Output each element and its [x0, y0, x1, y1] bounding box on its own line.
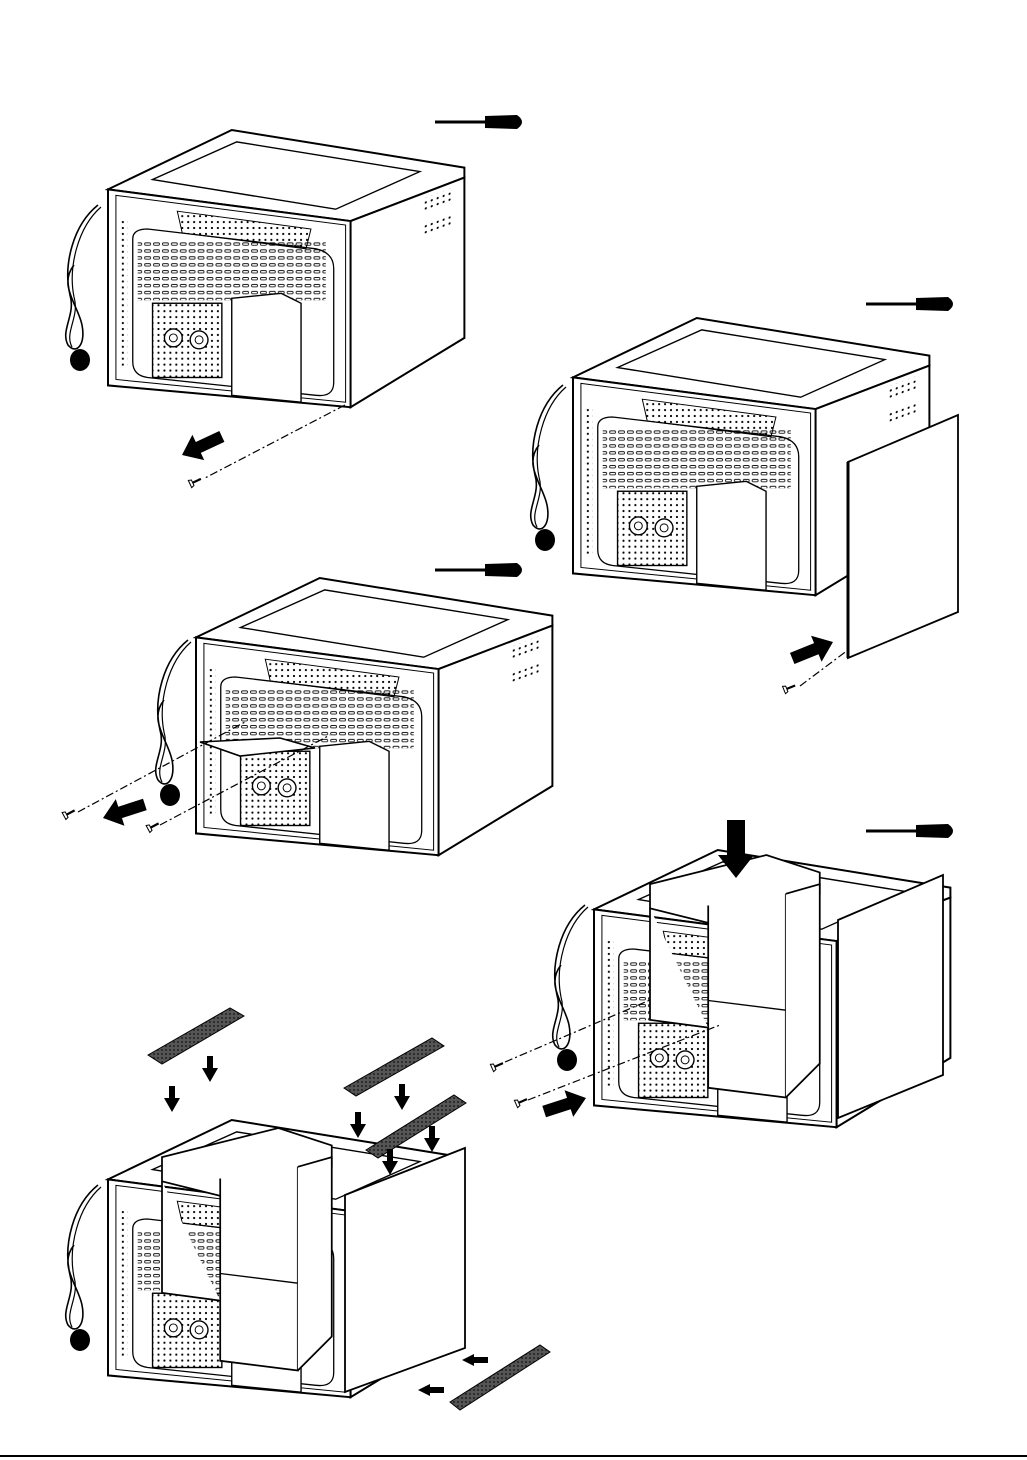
screw-icon	[146, 820, 160, 833]
step-1-figure	[66, 115, 522, 488]
trim-strip	[366, 1095, 466, 1158]
screwdriver-icon	[866, 824, 953, 838]
power-cord	[66, 205, 101, 371]
power-cord	[66, 1185, 101, 1351]
screwdriver-icon	[435, 563, 522, 577]
screw-icon	[188, 475, 202, 487]
trim-strip	[344, 1038, 444, 1096]
screwdriver-icon	[435, 115, 522, 129]
screw-icon	[490, 1059, 504, 1071]
power-cord	[156, 640, 191, 806]
screw-icon	[783, 682, 797, 694]
step-4-figure	[490, 820, 953, 1127]
screw-icon	[514, 1095, 528, 1107]
screw-guide-line	[205, 405, 345, 478]
step-2-figure	[531, 297, 958, 694]
trim-strip	[450, 1345, 550, 1410]
screwdriver-icon	[866, 297, 953, 311]
arrow-right-icon	[787, 629, 838, 671]
power-cord	[531, 385, 566, 551]
trim-strip	[148, 1008, 244, 1064]
arrow-left-icon	[99, 791, 149, 831]
step-3-figure	[62, 563, 552, 855]
power-cord	[553, 905, 588, 1071]
step-5-figure	[66, 1008, 550, 1410]
microwave-chassis	[108, 130, 464, 407]
arrow-left-icon	[176, 424, 228, 468]
arrow-right-icon	[540, 1085, 590, 1125]
microwave-chassis	[196, 578, 552, 855]
screw-icon	[62, 807, 76, 820]
